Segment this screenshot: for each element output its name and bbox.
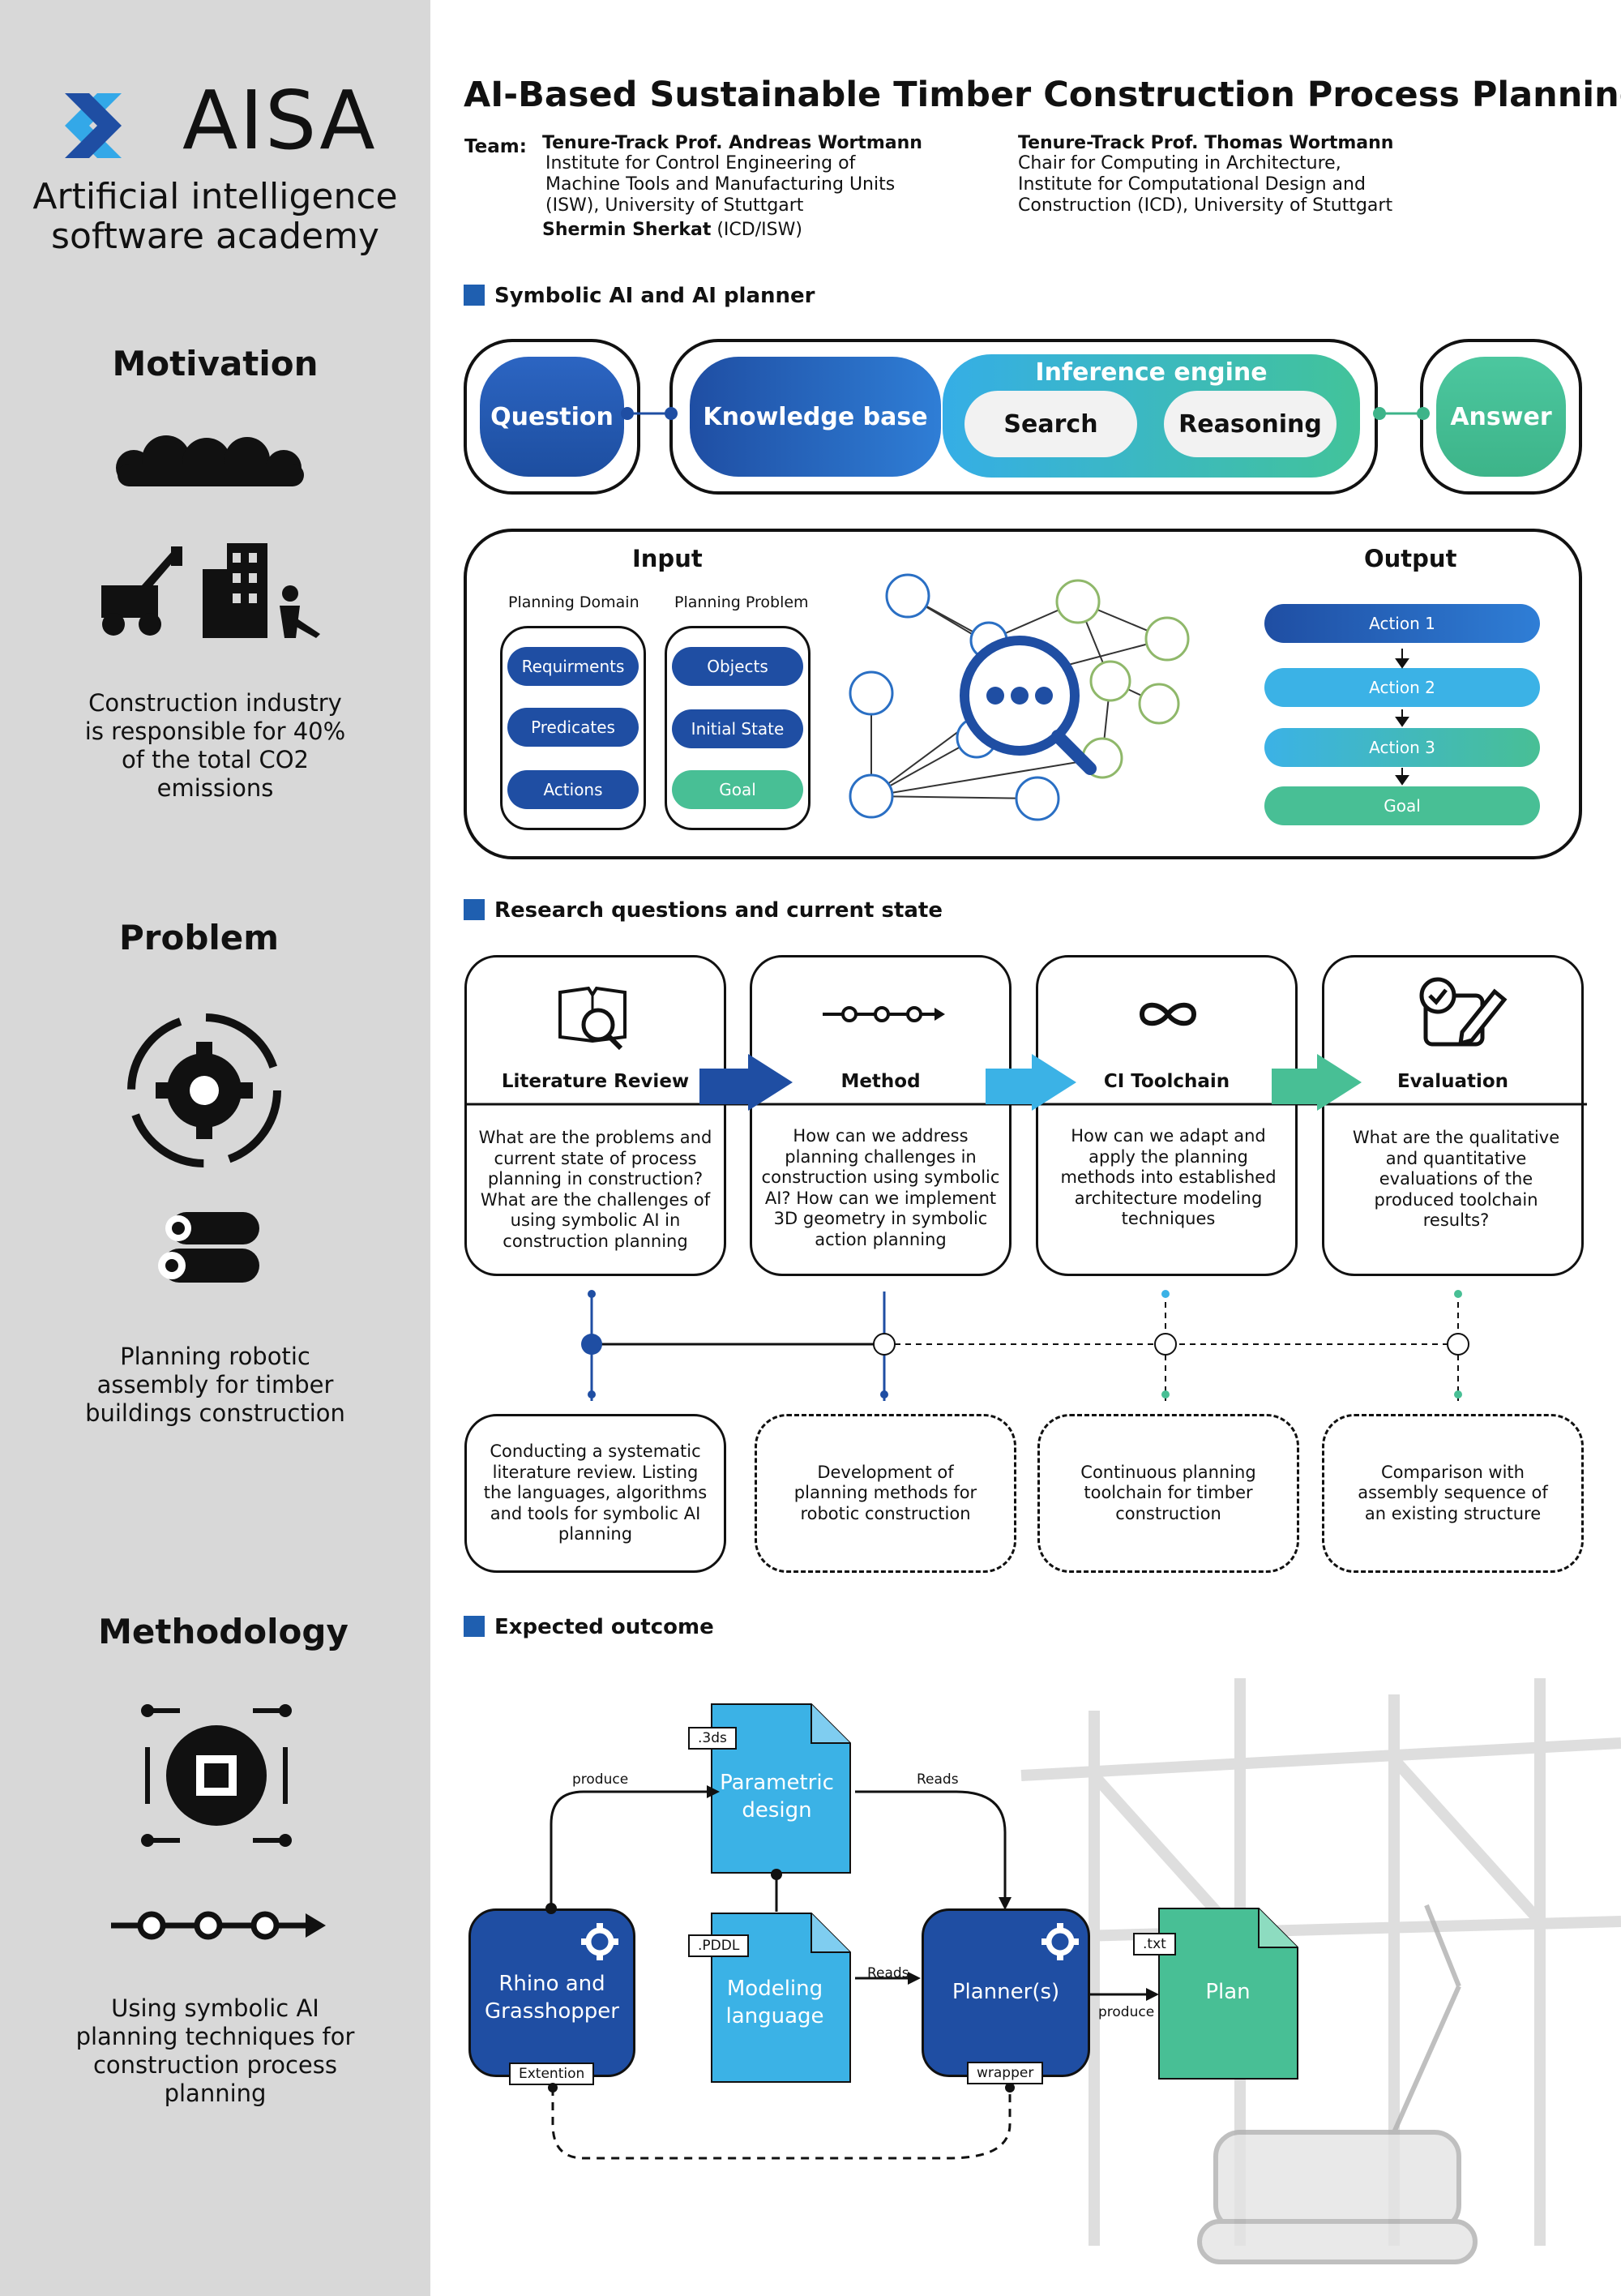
- output-title: Output: [1364, 545, 1457, 572]
- rq-title: Literature Review: [501, 1071, 690, 1092]
- flow-connectors: [621, 407, 1430, 420]
- team-member-1: Tenure-Track Prof. Andreas Wortmann Inst…: [542, 133, 922, 240]
- edge-label-produce: produce: [572, 1771, 629, 1788]
- tag-pddl: .PDDL: [688, 1934, 750, 1957]
- page-title: AI-Based Sustainable Timber Construction…: [464, 75, 1621, 115]
- team-label: Team:: [464, 136, 527, 157]
- book-search-icon: [558, 986, 627, 1051]
- gear-icon: [1041, 1923, 1079, 1960]
- output-action-1: Action 1: [1264, 604, 1540, 643]
- output-arrows: [1395, 649, 1409, 786]
- output-goal: Goal: [1264, 786, 1540, 825]
- process-steps-icon: [111, 1911, 326, 1940]
- planner-node: [922, 1908, 1090, 2077]
- rq-card-evaluation: Evaluation What are the qualitative and …: [1322, 955, 1584, 1276]
- rq-card-method: Method How can we address planning chall…: [750, 955, 1012, 1276]
- methodology-text: Using symbolic AI planning techniques fo…: [75, 1994, 355, 2107]
- planning-problem-label: Planning Problem: [674, 593, 809, 611]
- tag-txt: .txt: [1133, 1933, 1176, 1955]
- rq-body: How can we adapt and apply the planning …: [1060, 1126, 1277, 1228]
- problem-item-goal: Goal: [672, 770, 803, 809]
- reasoning-node: Reasoning: [1164, 391, 1337, 457]
- infinity-icon: [1139, 1002, 1197, 1026]
- knowledge-base-node: Knowledge base: [690, 357, 941, 477]
- rq-timeline: [581, 1290, 1469, 1401]
- input-title: Input: [632, 545, 703, 572]
- construction-icon: [101, 543, 320, 638]
- motivation-heading: Motivation: [112, 344, 319, 383]
- rq-title: Method: [840, 1071, 921, 1092]
- problem-heading: Problem: [118, 918, 280, 957]
- timber-logs-icon: [158, 1212, 259, 1283]
- edge-label-reads-2: Reads: [867, 1965, 909, 1981]
- rq-title: CI Toolchain: [1103, 1071, 1230, 1092]
- co2-cloud-icon: [116, 435, 304, 486]
- rq-card-literature-review: Literature Review What are the problems …: [464, 955, 726, 1276]
- question-node: Question: [480, 357, 624, 477]
- evaluation-icon: [1419, 977, 1508, 1047]
- gear-cycle-icon: [127, 1013, 281, 1167]
- search-graph-icon: [849, 573, 1190, 821]
- domain-item-requirements: Requirments: [507, 647, 639, 686]
- problem-text: Planning robotic assembly for timber bui…: [85, 1343, 345, 1427]
- tag-wrapper: wrapper: [967, 2062, 1044, 2084]
- tag-3ds: .3ds: [688, 1727, 737, 1750]
- team-member-2: Tenure-Track Prof. Thomas Wortmann Chair…: [1018, 133, 1394, 216]
- rq-body: What are the qualitative and quantitativ…: [1352, 1128, 1560, 1230]
- search-node: Search: [964, 391, 1137, 457]
- rq-body: What are the problems and current state …: [478, 1128, 712, 1251]
- planner-label: Planner(s): [952, 1980, 1060, 2004]
- planning-problem-box: [665, 626, 810, 830]
- planning-domain-box: [500, 626, 646, 830]
- plan-label: Plan: [1205, 1980, 1251, 2004]
- parametric-design-doc: [711, 1703, 851, 1874]
- rq-result-3: Continuous planning toolchain for timber…: [1037, 1414, 1299, 1573]
- plan-doc: [1158, 1908, 1298, 2080]
- section-symbolic-ai: Symbolic AI and AI planner: [464, 284, 815, 308]
- section-expected-outcome: Expected outcome: [464, 1615, 714, 1639]
- logo-text: AISA: [182, 73, 377, 168]
- gear-icon: [581, 1923, 618, 1960]
- rq-body: How can we address planning challenges i…: [761, 1126, 1000, 1249]
- timber-structure-illustration: [1020, 1678, 1621, 2264]
- problem-item-objects: Objects: [672, 647, 803, 686]
- tagline: Artificial intelligence software academy: [32, 176, 398, 257]
- inference-engine-label: Inference engine: [1035, 358, 1268, 387]
- aisa-logo-icon: [65, 93, 122, 158]
- rq-result-1: Conducting a systematic literature revie…: [464, 1414, 726, 1573]
- rq-result-2: Development of planning methods for robo…: [755, 1414, 1016, 1573]
- rq-card-ci-toolchain: CI Toolchain How can we adapt and apply …: [1036, 955, 1298, 1276]
- domain-item-actions: Actions: [507, 770, 639, 809]
- problem-item-initial-state: Initial State: [672, 709, 803, 748]
- methodology-heading: Methodology: [98, 1612, 349, 1651]
- answer-node: Answer: [1436, 357, 1566, 477]
- edge-label-reads: Reads: [917, 1771, 959, 1788]
- motivation-text: Construction industry is responsible for…: [84, 689, 346, 802]
- rq-title: Evaluation: [1396, 1071, 1509, 1092]
- edge-label-produce-2: produce: [1098, 2004, 1155, 2020]
- output-action-2: Action 2: [1264, 668, 1540, 707]
- method-steps-icon: [823, 1006, 945, 1022]
- section-research: Research questions and current state: [464, 898, 943, 923]
- output-action-3: Action 3: [1264, 728, 1540, 767]
- ai-chip-icon: [141, 1704, 292, 1847]
- planning-domain-label: Planning Domain: [508, 593, 639, 611]
- rq-header-arrows: [464, 1054, 1587, 1111]
- outcome-edges: [545, 1785, 1159, 2160]
- rq-result-4: Comparison with assembly sequence of an …: [1322, 1414, 1584, 1573]
- domain-item-predicates: Predicates: [507, 708, 639, 747]
